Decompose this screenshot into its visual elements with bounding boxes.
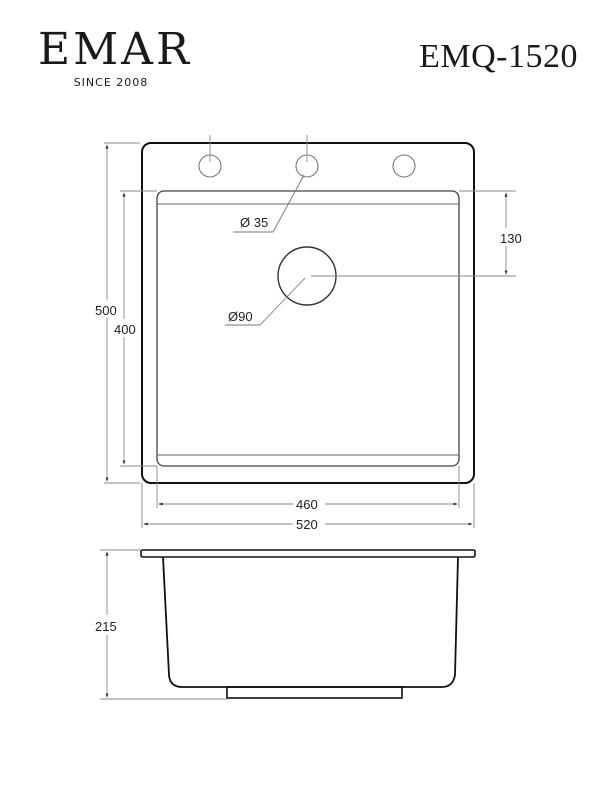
tap-hole-right: [392, 154, 416, 178]
tap-hole-diameter-label: Ø 35: [240, 215, 268, 230]
drain-offset-label: 130: [500, 231, 522, 246]
drain-base: [226, 686, 403, 699]
brand-name: EMAR: [38, 24, 193, 75]
bowl-length-label: 400: [114, 322, 136, 337]
bowl-outline: [156, 190, 460, 467]
model-number: EMQ-1520: [419, 38, 578, 75]
brand-logo: EMAR SINCE 2008: [38, 24, 193, 90]
sink-rim: [140, 549, 476, 558]
bowl-width-label: 460: [296, 497, 318, 512]
drain-diameter-label: Ø90: [228, 309, 253, 324]
side-view: 215: [93, 549, 476, 700]
top-view: Ø 35 Ø90 130 500 400 460: [93, 135, 526, 533]
overall-width-label: 520: [296, 517, 318, 532]
overall-length-label: 500: [95, 303, 117, 318]
brand-tagline: SINCE 2008: [73, 76, 149, 89]
bowl-body: [162, 556, 459, 688]
depth-label: 215: [95, 619, 117, 634]
sink-outer-outline: [141, 142, 475, 484]
